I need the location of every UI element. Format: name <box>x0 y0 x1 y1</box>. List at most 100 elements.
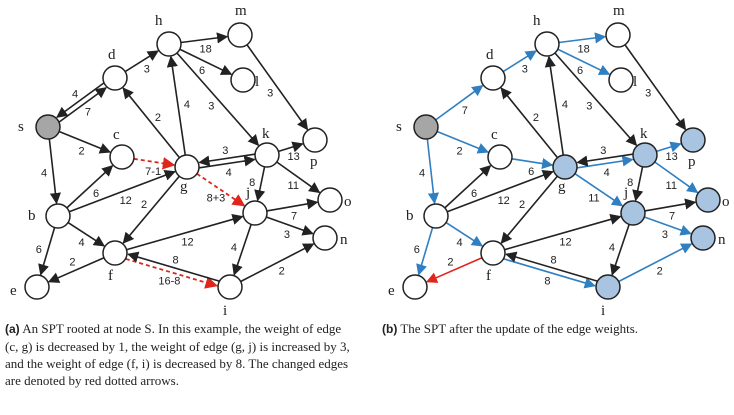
node-g <box>174 154 200 180</box>
edge-s-c <box>436 130 489 154</box>
edge-weight-c-g: 7-1 <box>145 166 161 178</box>
node-label-j: j <box>623 185 628 201</box>
edge-f-e <box>425 257 483 283</box>
edge-s-d <box>58 87 107 123</box>
edge-weight-b-e: 6 <box>36 244 42 256</box>
edge-weight-i-f: 8 <box>173 254 179 266</box>
edge-weight-i-n: 2 <box>279 265 285 277</box>
edge-h-m <box>180 32 229 44</box>
edge-weight-j-n: 3 <box>284 229 290 241</box>
edge-k-g <box>576 153 633 167</box>
panel-a-caption-tag: (a) <box>5 322 20 336</box>
edge-weight-j-o: 7 <box>669 210 675 222</box>
node-g <box>552 154 578 180</box>
node-k <box>254 142 280 168</box>
edge-weight-m-p: 3 <box>267 88 273 100</box>
node-e <box>24 274 50 300</box>
node-label-p: p <box>688 154 696 170</box>
edge-k-j <box>254 166 266 202</box>
node-label-h: h <box>533 13 541 29</box>
edge-weight-g-j: 11 <box>588 192 599 204</box>
edge-weight-g-h: 4 <box>562 99 568 111</box>
node-label-h: h <box>155 13 163 29</box>
edge-weight-b-g: 12 <box>120 195 132 207</box>
node-label-n: n <box>340 232 348 248</box>
edge-weight-b-g: 12 <box>498 195 510 207</box>
edge-s-b <box>48 138 61 205</box>
edge-weight-g-d: 2 <box>533 112 539 124</box>
edge-h-k <box>554 52 638 147</box>
edge-g-h <box>544 55 565 156</box>
edge-weight-b-f: 4 <box>457 237 463 249</box>
node-label-o: o <box>344 194 352 210</box>
node-p <box>680 127 706 153</box>
edge-f-j <box>126 213 244 251</box>
node-label-i: i <box>601 303 605 318</box>
edge-i-n <box>618 243 693 283</box>
node-label-p: p <box>310 154 318 170</box>
node-label-s: s <box>396 119 402 135</box>
node-label-i: i <box>223 303 227 318</box>
edge-f-e <box>47 257 105 283</box>
node-label-f: f <box>486 268 491 284</box>
edge-j-n <box>266 216 314 236</box>
edge-h-k <box>176 52 260 147</box>
edge-weight-k-g: 3 <box>600 145 606 157</box>
node-j <box>620 200 646 226</box>
node-label-d: d <box>108 47 116 63</box>
edge-b-f <box>67 221 106 247</box>
panel-a-caption-text: An SPT rooted at node S. In this example… <box>5 321 350 388</box>
edge-weight-b-f: 4 <box>79 237 85 249</box>
node-label-e: e <box>388 283 395 299</box>
edge-weight-s-b: 4 <box>41 168 47 180</box>
edge-g-d <box>500 87 559 159</box>
node-e <box>402 274 428 300</box>
edge-j-o <box>644 198 697 212</box>
edge-k-g <box>198 153 255 167</box>
node-p <box>302 127 328 153</box>
node-o <box>317 187 343 213</box>
node-label-b: b <box>28 208 36 224</box>
edge-weight-d-s: 4 <box>72 89 78 101</box>
edge-j-o <box>266 198 319 212</box>
edge-weight-k-p: 13 <box>666 151 678 163</box>
edge-weight-f-j: 12 <box>559 237 571 249</box>
edge-weight-b-e: 6 <box>414 244 420 256</box>
node-label-n: n <box>718 232 726 248</box>
node-d <box>480 65 506 91</box>
node-d <box>102 65 128 91</box>
node-label-g: g <box>558 179 566 195</box>
edge-g-j <box>196 172 246 207</box>
node-j <box>242 200 268 226</box>
node-l <box>230 67 256 93</box>
edge-b-c <box>444 165 492 209</box>
node-label-s: s <box>18 119 24 135</box>
edge-b-g <box>446 169 554 213</box>
edge-weight-h-k: 3 <box>208 100 214 112</box>
edge-weight-g-j: 8+3 <box>207 192 226 204</box>
node-f <box>480 240 506 266</box>
edge-b-c <box>66 165 114 209</box>
edge-weight-k-o: 11 <box>288 180 299 192</box>
edge-weight-b-c: 6 <box>471 188 477 200</box>
edge-weight-h-m: 18 <box>200 43 212 55</box>
panel-a-caption: (a) An SPT rooted at node S. In this exa… <box>5 320 355 389</box>
edge-b-f <box>445 221 484 247</box>
edge-d-h <box>502 50 537 73</box>
node-h <box>534 31 560 57</box>
node-s <box>35 114 61 140</box>
edge-b-e <box>38 227 56 276</box>
edge-weight-d-h: 3 <box>522 64 528 76</box>
edge-weight-j-i: 4 <box>609 242 615 254</box>
node-i <box>595 274 621 300</box>
node-label-b: b <box>406 208 414 224</box>
edge-weight-m-p: 3 <box>645 88 651 100</box>
edge-d-s <box>56 82 105 118</box>
node-label-g: g <box>180 179 188 195</box>
panel-b-caption: (b) The SPT after the update of the edge… <box>382 320 732 338</box>
node-label-j: j <box>245 185 250 201</box>
edge-c-g <box>511 157 554 170</box>
edge-j-n <box>644 216 692 236</box>
node-b <box>45 203 71 229</box>
